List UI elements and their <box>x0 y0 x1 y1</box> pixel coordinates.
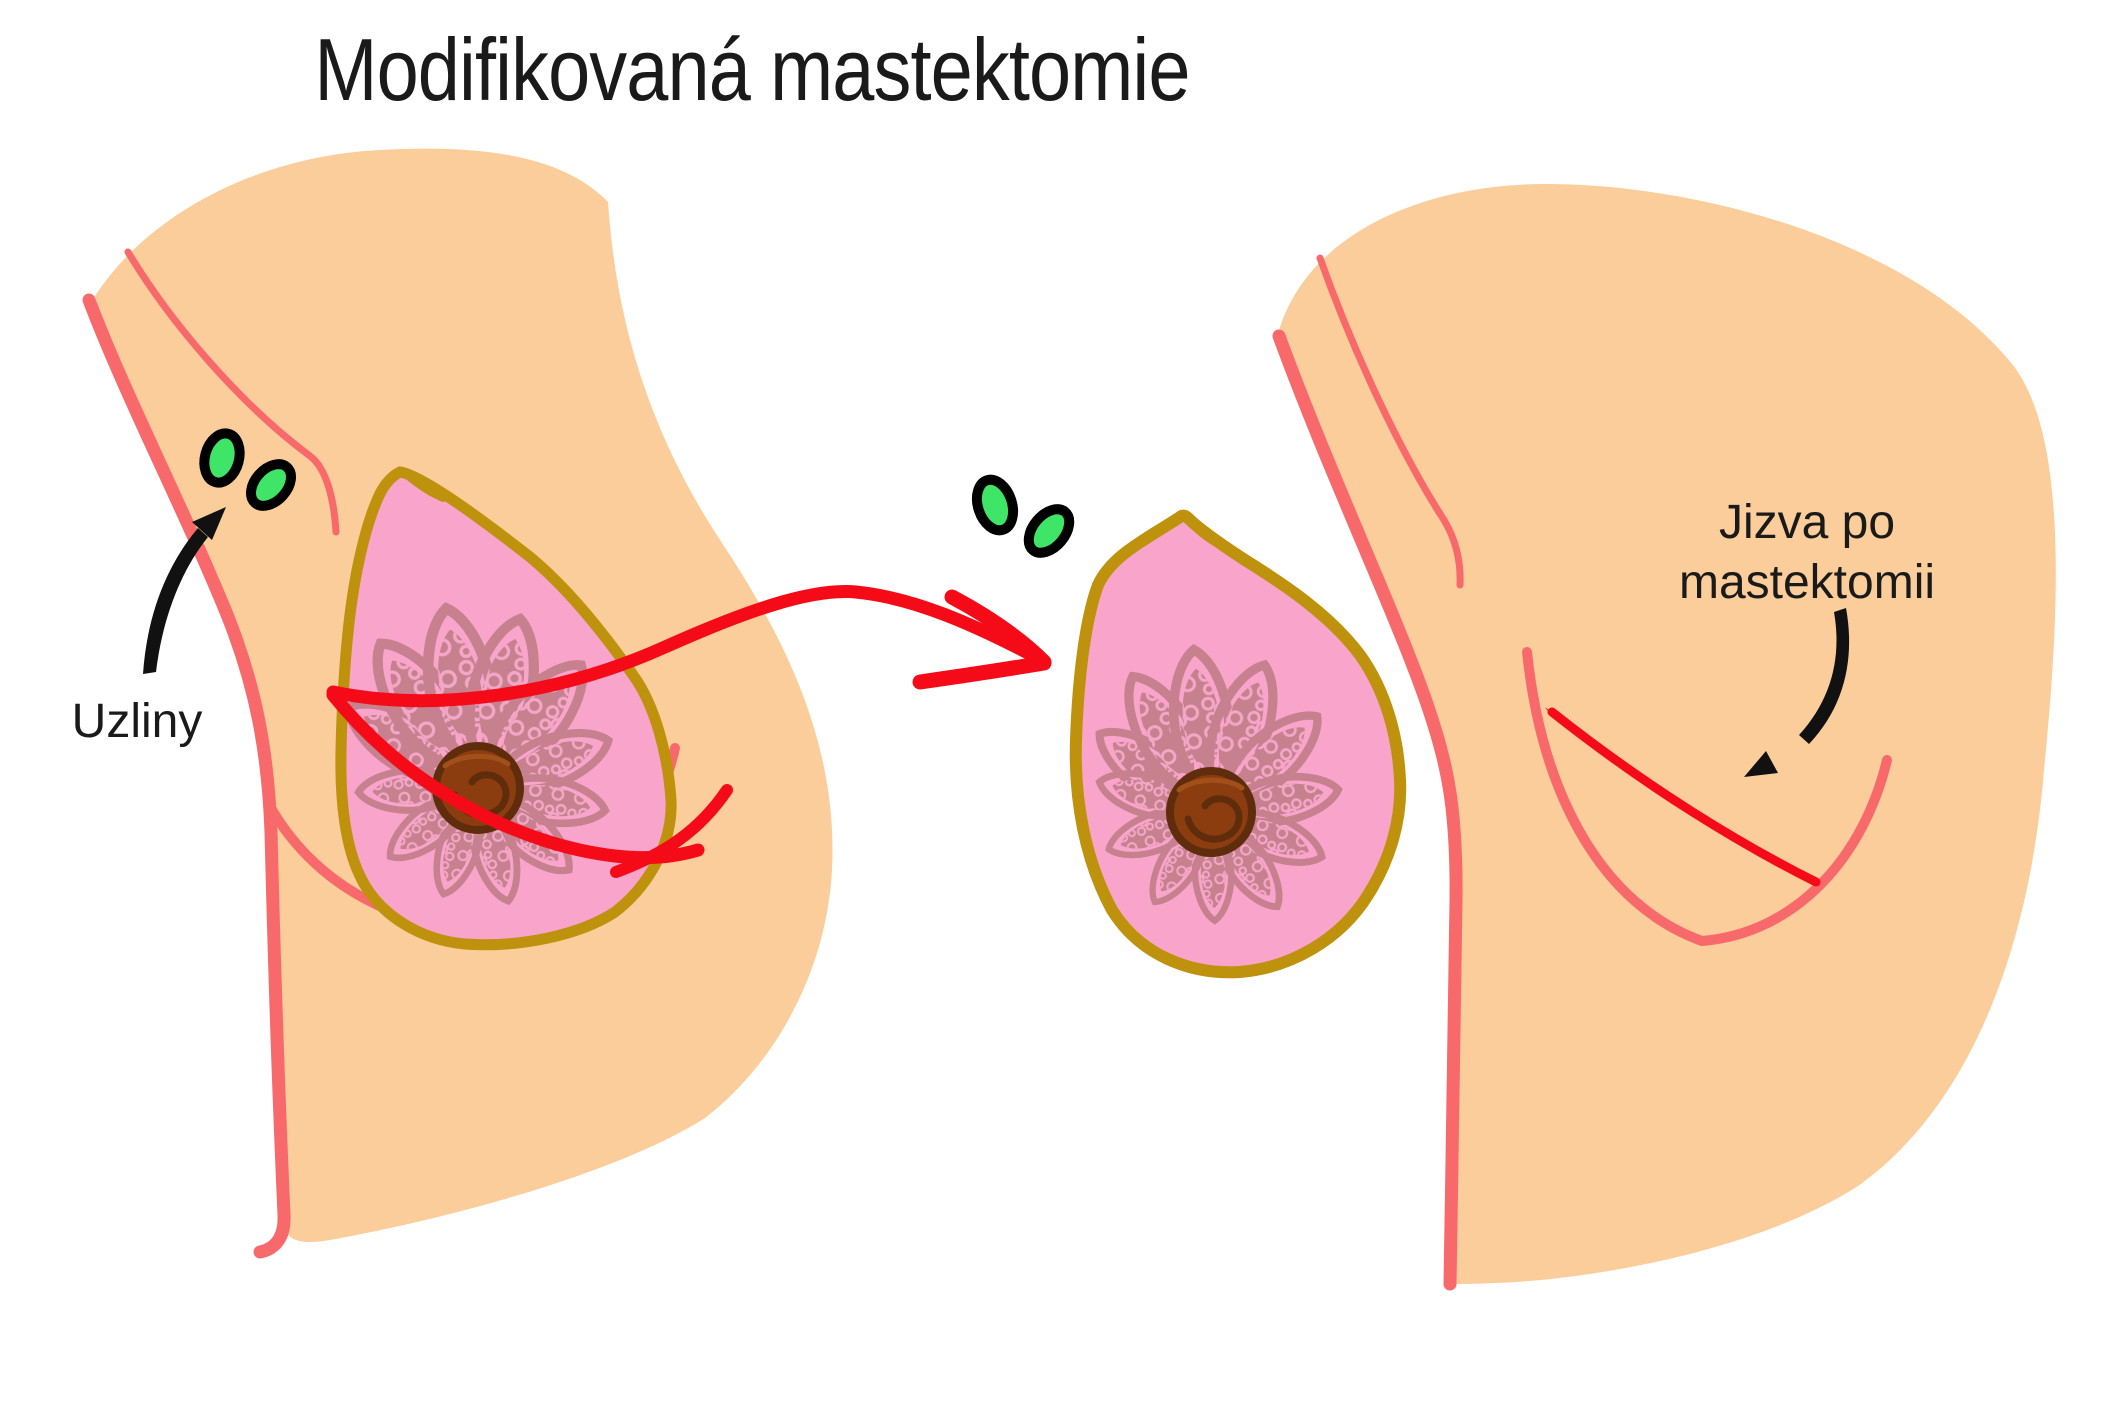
label-uzliny: Uzliny <box>72 695 203 748</box>
nipple-highlight <box>442 753 511 769</box>
incision-upper-and-removal-arrow <box>326 585 1037 708</box>
gland-notch <box>405 474 446 502</box>
label-jizva-line1: Jizva po <box>1719 496 1895 549</box>
excised-lymph-nodes <box>971 474 1075 558</box>
lymph-node <box>971 474 1019 536</box>
jizva-arrow-icon <box>1799 608 1850 744</box>
incision-lower-line <box>326 688 705 865</box>
uzliny-arrow-icon <box>143 528 208 674</box>
jizva-arrowhead-icon <box>1744 751 1778 777</box>
torso-body-after <box>1278 184 2056 1284</box>
page-title: Modifikovaná mastektomie <box>314 22 1189 120</box>
excised-gland-notch <box>1185 518 1223 549</box>
panel-before: Uzliny <box>72 148 1052 1259</box>
scar-annotation <box>1744 608 1850 777</box>
armpit-fold-line <box>124 248 340 536</box>
panel-excised-tissue <box>971 474 1407 979</box>
uzliny-arrowhead-icon <box>192 507 226 540</box>
lymph-node <box>246 459 296 511</box>
incision-lines <box>326 585 1052 878</box>
armpit-fold-line-after <box>1316 254 1464 589</box>
lymph-node <box>1023 504 1075 558</box>
excised-nipple-swirl <box>1184 795 1243 843</box>
label-jizva-line2: mastektomii <box>1679 556 1935 609</box>
nodes-annotation <box>143 507 226 674</box>
excised-nipple-highlight <box>1176 777 1245 793</box>
removal-arrowhead-icon <box>912 589 1052 690</box>
lymph-nodes <box>199 428 296 511</box>
lymph-node <box>199 428 245 488</box>
mastectomy-scar-body <box>1547 707 1821 887</box>
panel-after: Jizva po mastektomii <box>1272 184 2056 1291</box>
underarm-outline <box>82 293 291 1259</box>
incision-right-line <box>610 784 733 878</box>
underarm-outline-after <box>1272 329 1463 1291</box>
excised-nipple <box>1166 767 1256 857</box>
chest-crease <box>1522 647 1892 947</box>
